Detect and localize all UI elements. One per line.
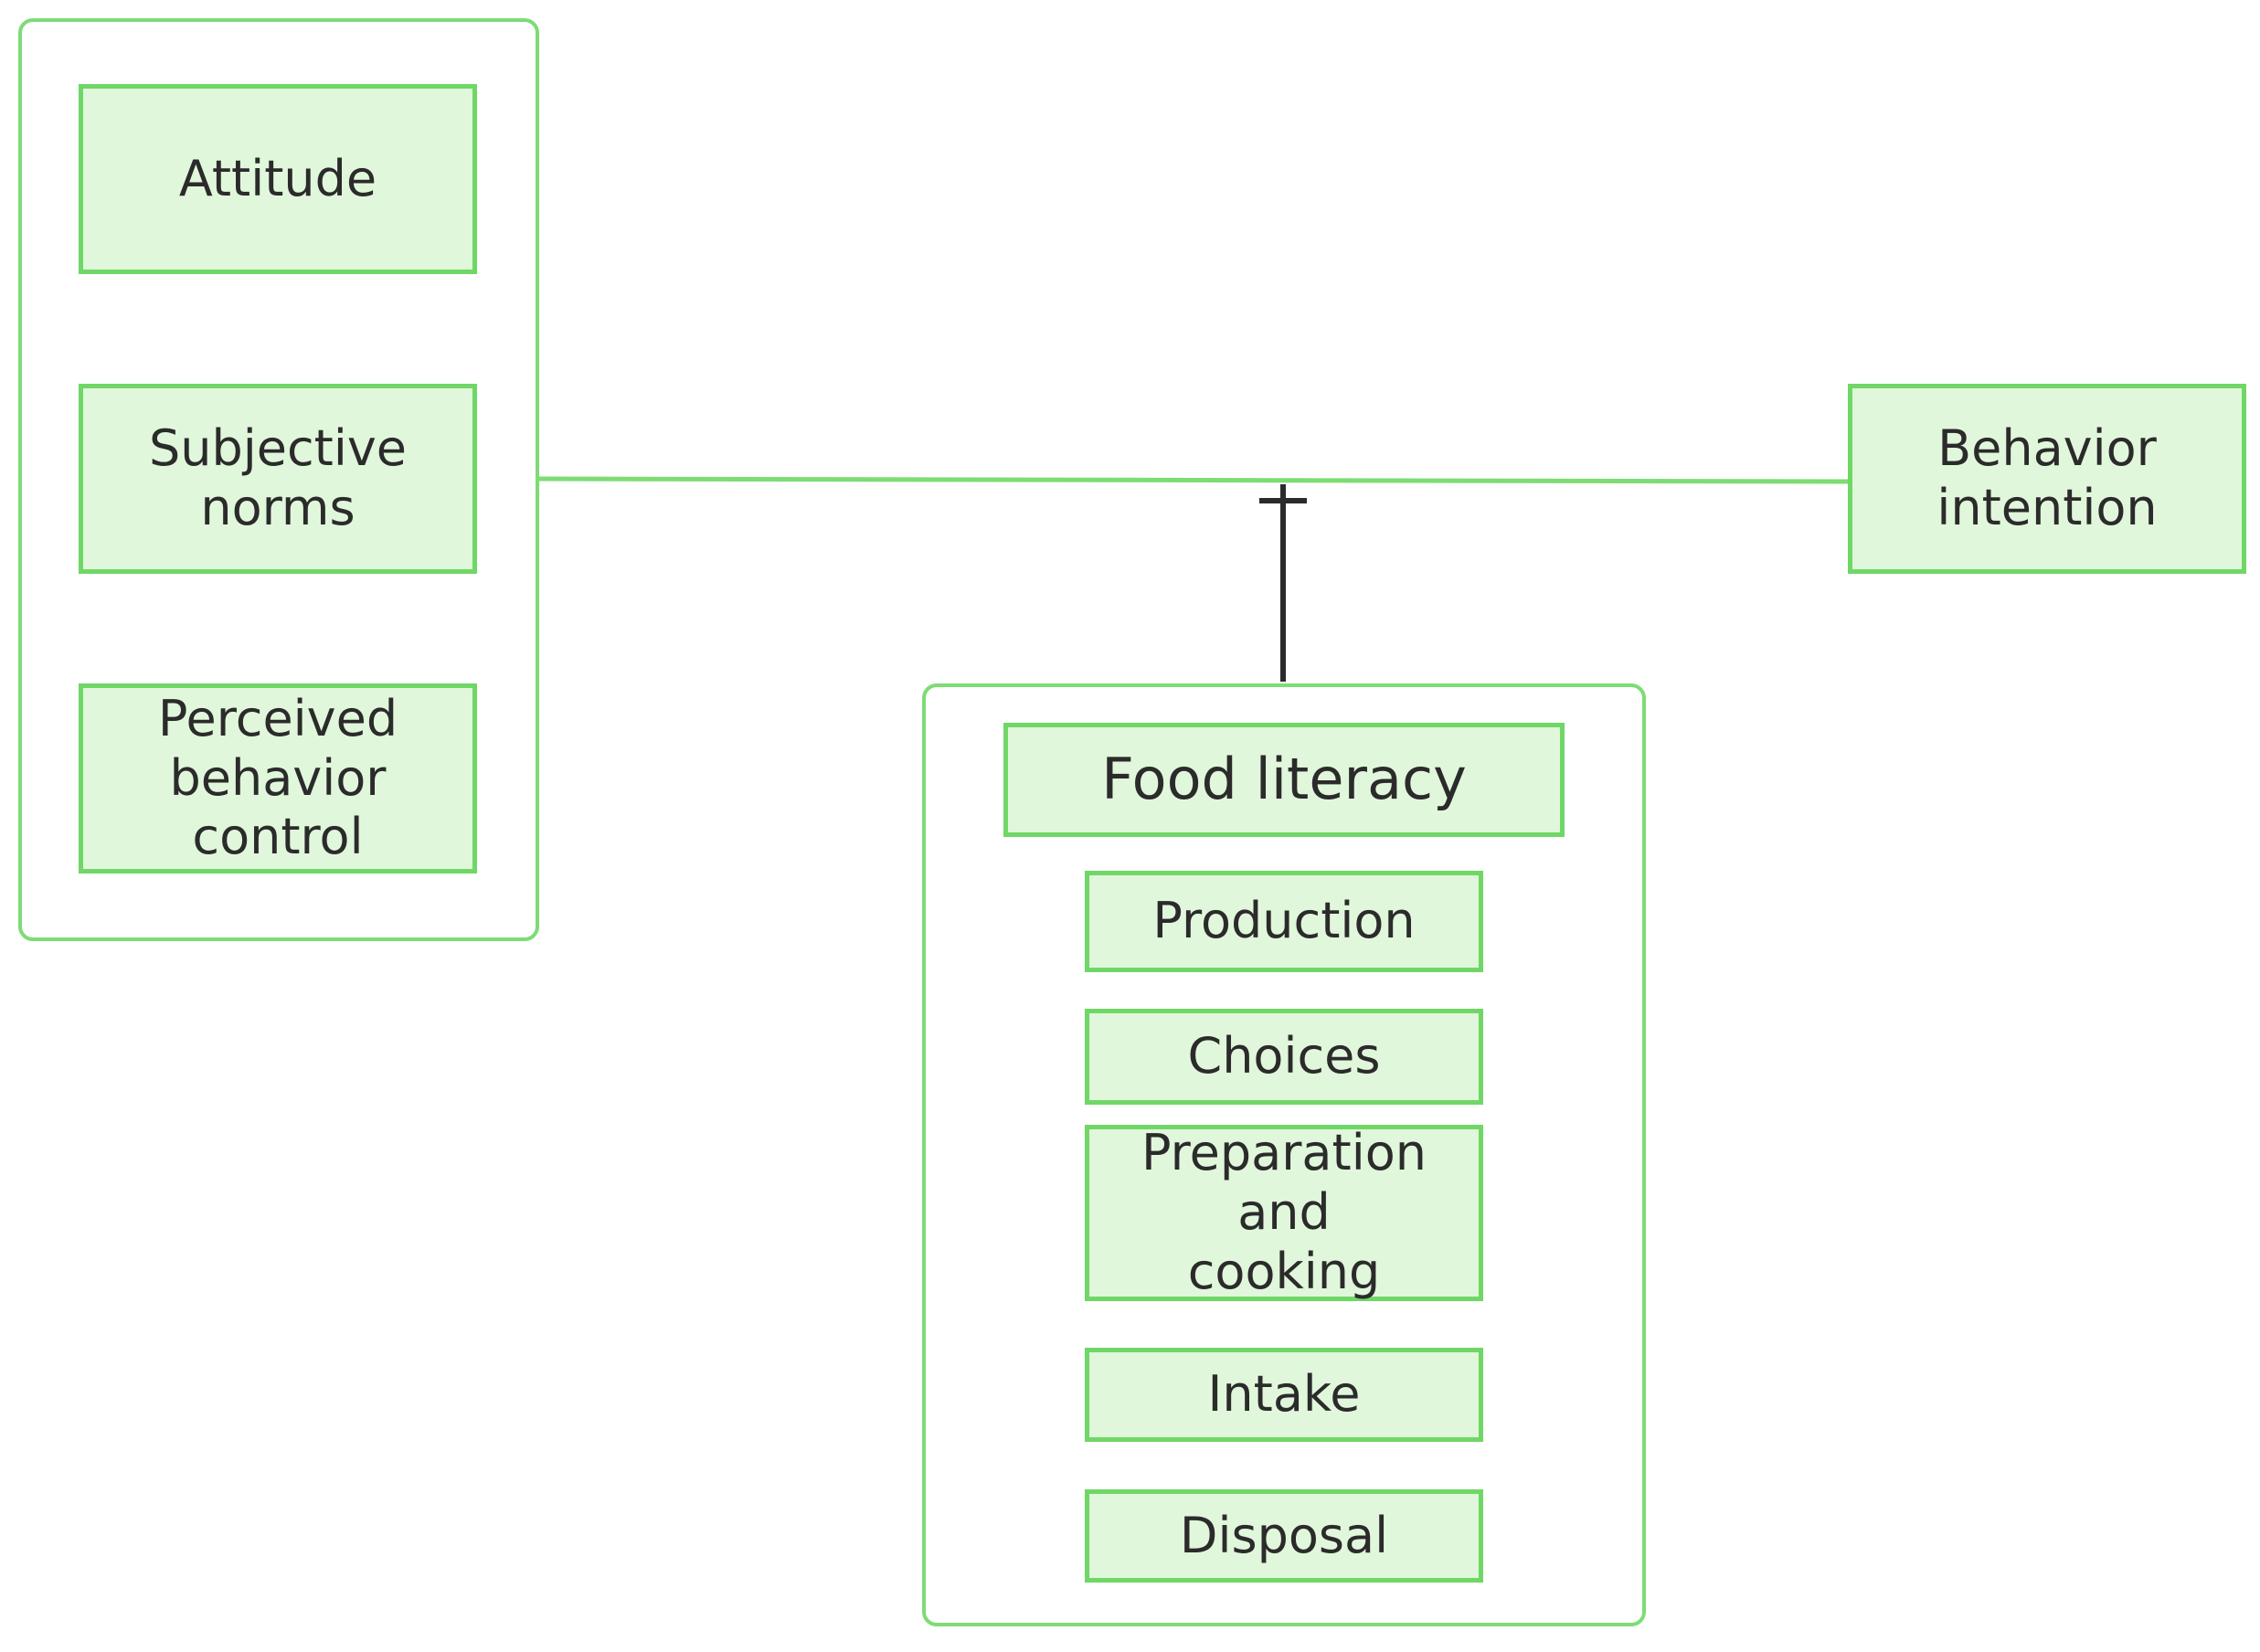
perceived-behavior-control-label: Perceived behavior control xyxy=(157,689,398,866)
main-path-line xyxy=(537,476,1850,484)
choices-box: Choices xyxy=(1085,1009,1483,1105)
intake-box: Intake xyxy=(1085,1348,1483,1442)
disposal-box: Disposal xyxy=(1085,1489,1483,1583)
production-label: Production xyxy=(1152,892,1416,950)
subjective-norms-label: Subjective norms xyxy=(148,419,408,536)
behavior-intention-label: Behavior intention xyxy=(1936,419,2158,536)
subjective-norms-box: Subjective norms xyxy=(79,384,477,574)
production-box: Production xyxy=(1085,871,1483,972)
attitude-label: Attitude xyxy=(178,149,377,207)
food-literacy-title-box: Food literacy xyxy=(1003,723,1565,837)
attitude-box: Attitude xyxy=(79,84,477,274)
food-literacy-title: Food literacy xyxy=(1101,746,1467,813)
preparation-and-cooking-box: Preparation and cooking xyxy=(1085,1124,1483,1301)
perceived-behavior-control-box: Perceived behavior control xyxy=(79,683,477,874)
choices-label: Choices xyxy=(1187,1027,1381,1085)
preparation-and-cooking-label: Preparation and cooking xyxy=(1141,1124,1427,1300)
disposal-label: Disposal xyxy=(1179,1506,1389,1564)
behavior-intention-box: Behavior intention xyxy=(1848,384,2246,574)
intake-label: Intake xyxy=(1207,1365,1361,1424)
